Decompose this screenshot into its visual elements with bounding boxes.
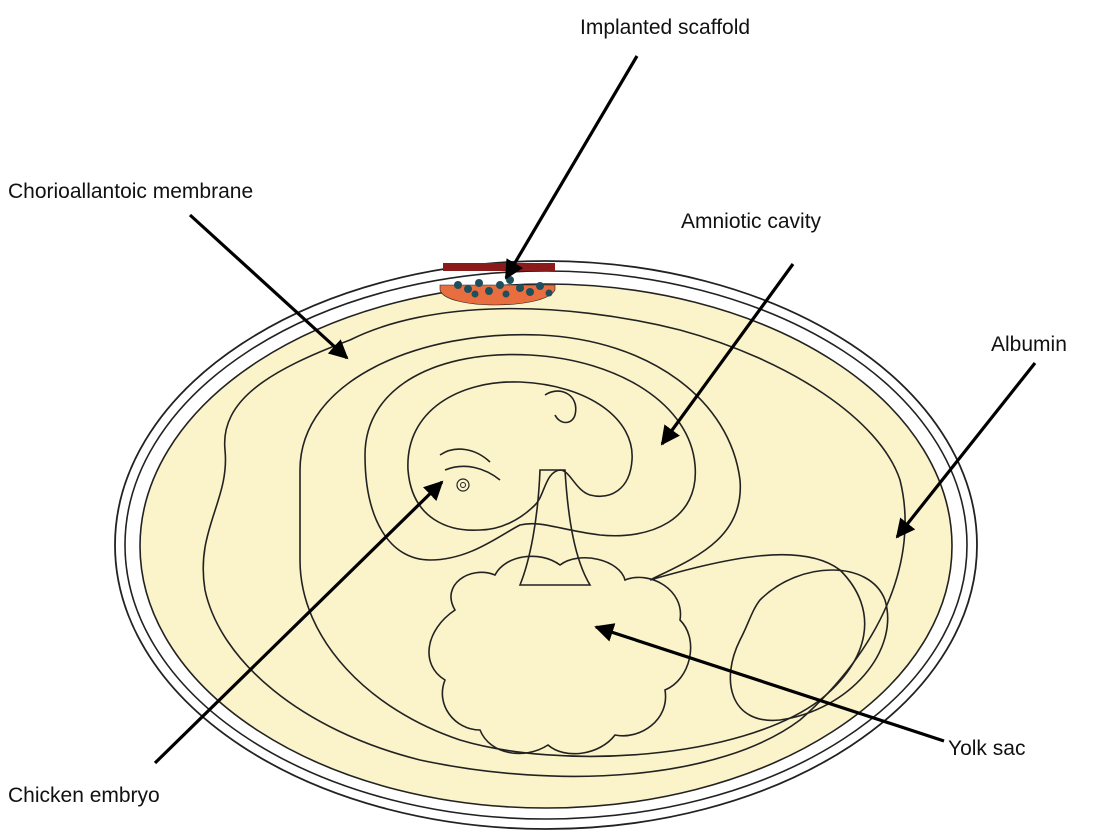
arrow-implanted-scaffold	[506, 56, 637, 278]
label-chorioallantoic-membrane: Chorioallantoic membrane	[8, 180, 253, 204]
label-albumin: Albumin	[991, 333, 1067, 357]
label-implanted-scaffold: Implanted scaffold	[580, 16, 750, 40]
scaffold-top-layer	[443, 263, 555, 271]
egg-shell	[115, 261, 977, 829]
implanted-scaffold	[440, 263, 555, 305]
shell-inner-membrane	[140, 284, 952, 808]
label-amniotic-cavity: Amniotic cavity	[681, 210, 821, 234]
label-yolk-sac: Yolk sac	[948, 737, 1025, 761]
label-chicken-embryo: Chicken embryo	[8, 784, 160, 808]
